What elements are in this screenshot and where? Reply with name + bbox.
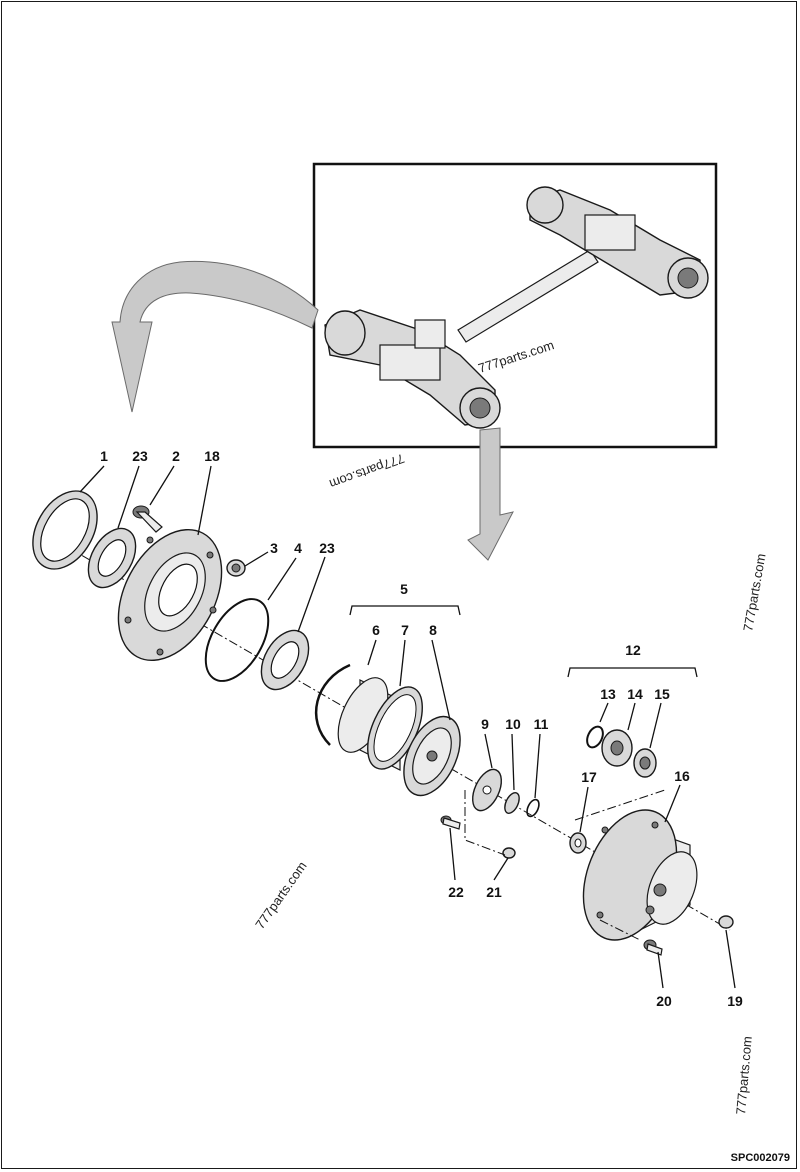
callout-18: 18 [204,448,220,464]
callout-12: 12 [625,642,641,658]
callout-13: 13 [600,686,616,702]
part-13-clip [586,725,604,749]
down-arrow [467,427,514,561]
part-9-plate [471,768,503,812]
bracket-12 [567,667,698,678]
callout-labels: 1 23 2 18 3 4 23 5 6 7 8 9 10 11 12 13 1… [100,448,743,1009]
callout-21: 21 [486,884,502,900]
callout-9: 9 [481,716,489,732]
callout-20: 20 [656,993,672,1009]
bracket-5 [349,605,461,616]
part-18-hub [117,528,223,662]
callout-11: 11 [534,716,549,732]
callout-16: 16 [674,768,690,784]
callout-3: 3 [270,540,278,556]
part-3-nut [226,559,246,577]
inset-box [312,162,718,449]
callout-5: 5 [400,581,408,597]
callout-2: 2 [172,448,180,464]
callout-15: 15 [654,686,670,702]
part-16-housing [582,809,698,941]
part-23-bearing-second [260,629,310,691]
part-2-bolt [132,505,163,533]
drawing-code: SPC002079 [731,1152,790,1164]
callout-19: 19 [727,993,743,1009]
part-23-bearing [87,527,137,589]
callout-23-second: 23 [319,540,335,556]
watermark: 777parts.com [733,1035,755,1115]
part-17-washer [569,832,587,854]
callout-23: 23 [132,448,148,464]
part-20-bolt [643,939,663,956]
leader-lines [79,465,736,989]
part-14-gear [601,729,633,767]
part-22-pin [440,815,461,830]
watermark: 777parts.com [327,451,406,492]
part-4-oring [204,598,270,682]
part-19-plug [718,915,734,929]
callout-1: 1 [100,448,108,464]
callout-7: 7 [401,622,409,638]
part-15-gear [633,748,657,778]
watermark: 777parts.com [740,552,768,632]
callout-17: 17 [581,769,597,785]
callout-6: 6 [372,622,380,638]
part-8-disc [403,715,461,797]
curved-arrow [111,260,319,413]
aux-line-c [599,919,641,941]
axle-assembly-illustration [324,186,709,429]
callout-14: 14 [627,686,643,702]
part-11-circlip [526,798,540,818]
part-1-seal [32,490,98,570]
callout-4: 4 [294,540,302,556]
callout-10: 10 [505,716,521,732]
callout-22: 22 [448,884,464,900]
part-6-snapring [314,663,351,746]
aux-line-b [574,789,666,821]
part-21-screw [502,847,516,859]
callout-8: 8 [429,622,437,638]
part-10-washer [504,792,520,814]
watermark: 777parts.com [252,859,309,932]
